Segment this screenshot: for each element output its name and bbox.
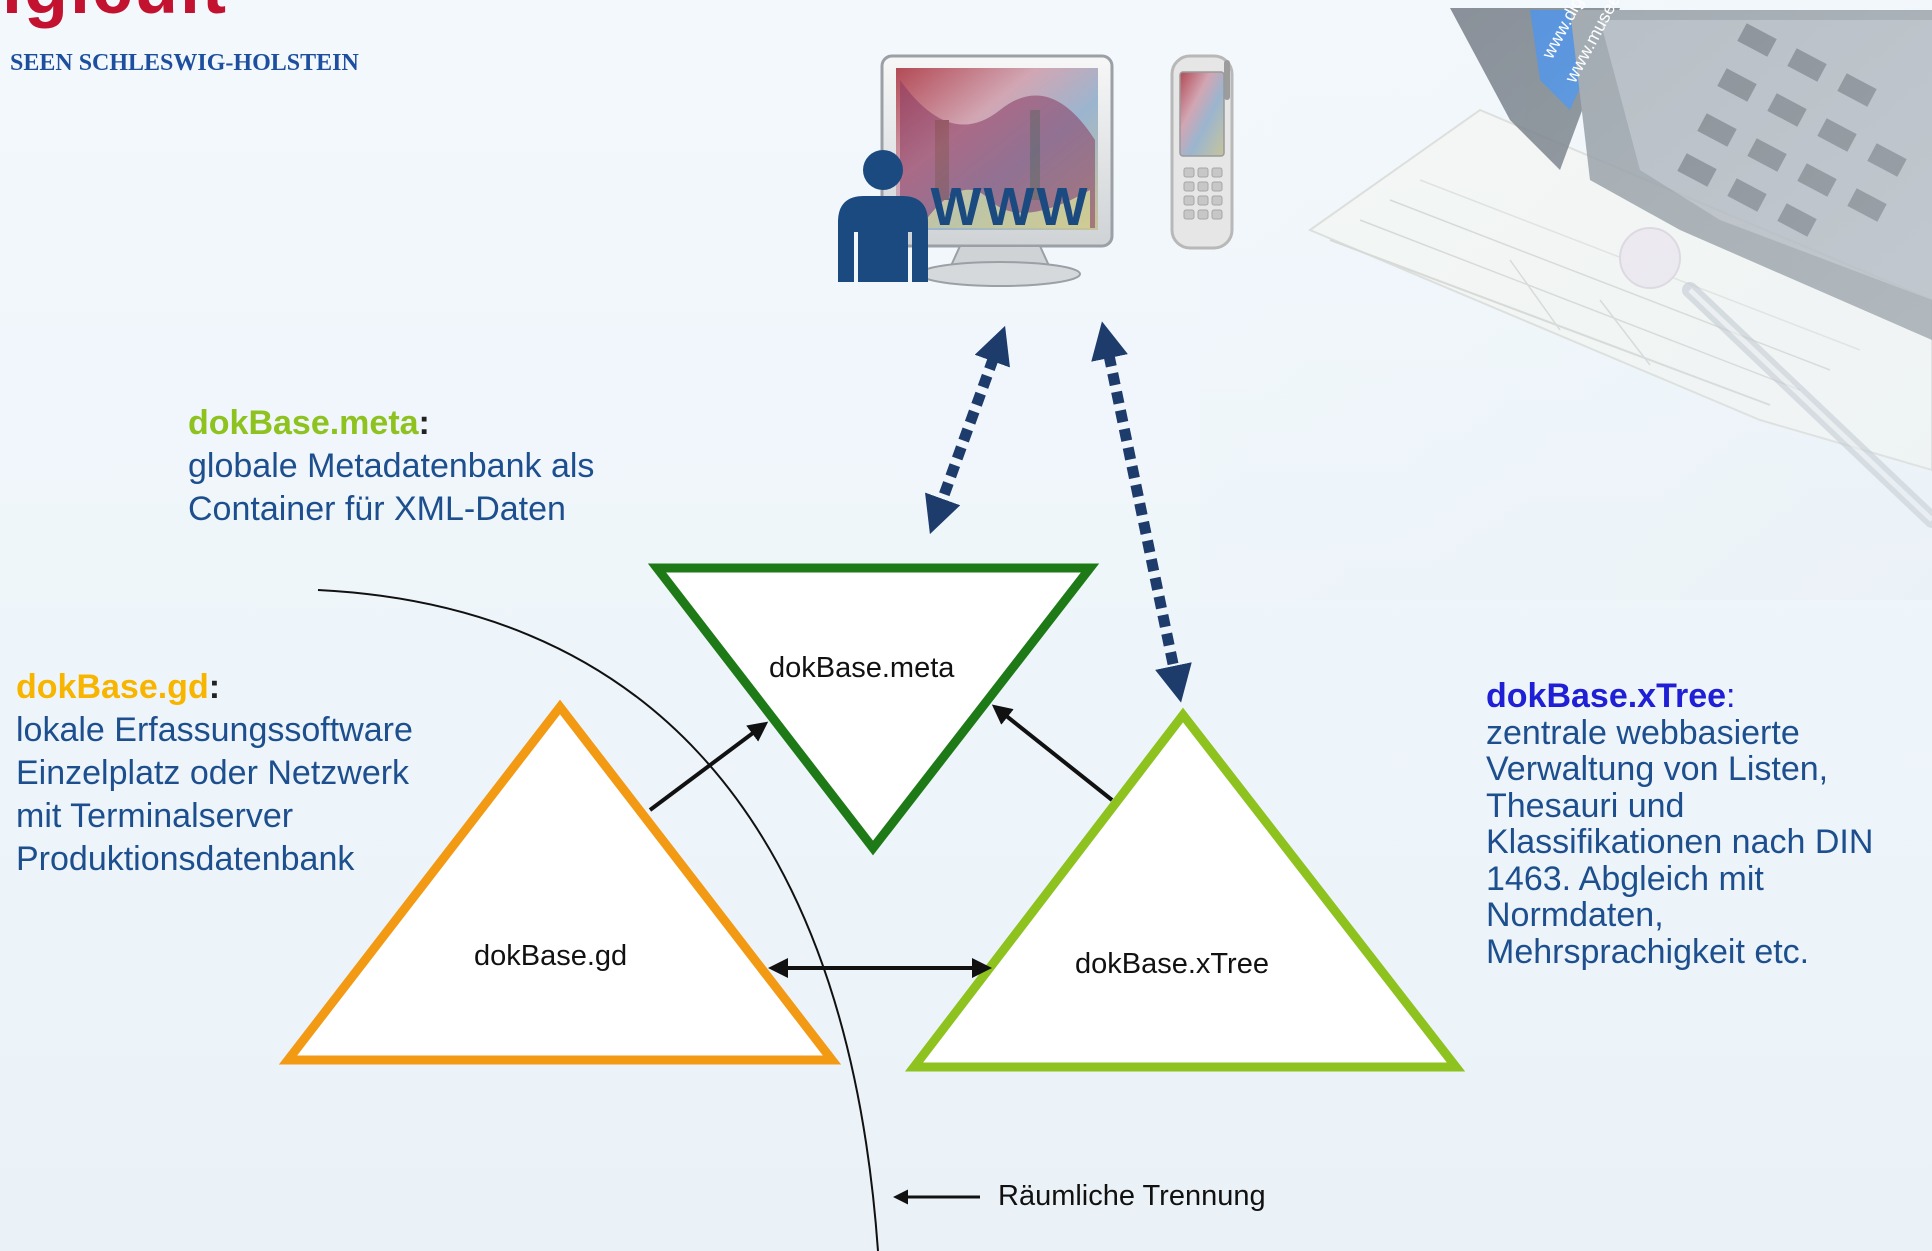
monitor-icon <box>880 54 1114 287</box>
description-xtree-line: Verwaltung von Listen, <box>1486 750 1829 788</box>
separation-curve <box>317 589 879 1251</box>
description-meta-line: globale Metadatenbank als <box>188 447 595 485</box>
www-label: WWW <box>931 177 1090 237</box>
dotted-arrow-web-xtree <box>1091 321 1192 703</box>
description-gd-line: mit Terminalserver <box>16 797 294 835</box>
description-xtree-line: Thesauri und <box>1486 786 1685 825</box>
triangle-meta <box>647 563 1100 856</box>
description-meta-colon: : <box>418 404 430 442</box>
description-gd-title: dokBase.gd <box>16 668 209 706</box>
triangle-meta-label: dokBase.meta <box>769 652 955 684</box>
separation-label: Räumliche Trennung <box>998 1180 1266 1212</box>
description-gd-line: Produktionsdatenbank <box>16 840 355 878</box>
description-xtree-line: 1463. Abgleich mit <box>1486 859 1764 898</box>
description-xtree-title: dokBase.xTree <box>1486 677 1727 715</box>
description-xtree-line: Mehrsprachigkeit etc. <box>1486 932 1810 971</box>
phone-icon <box>1170 54 1234 250</box>
triangle-gd <box>278 699 842 1065</box>
arrow-xtree-to-meta <box>991 704 1114 802</box>
logo-wordmark: igicult <box>2 0 228 30</box>
logo-subtitle: SEEN SCHLESWIG-HOLSTEIN <box>10 50 359 76</box>
triangle-xtree <box>904 707 1466 1072</box>
description-gd-colon: : <box>208 668 221 706</box>
description-meta: dokBase.meta: globale Metadatenbank als … <box>188 402 594 531</box>
logo: igicult SEEN SCHLESWIG-HOLSTEIN <box>0 0 360 80</box>
description-xtree-line: Normdaten, <box>1486 896 1664 934</box>
dotted-arrow-web-meta <box>925 325 1010 535</box>
description-xtree-line: zentrale webbasierte <box>1486 713 1800 752</box>
description-meta-line: Container für XML-Daten <box>188 490 566 528</box>
description-xtree: dokBase.xTree: zentrale webbasierte Verw… <box>1486 678 1873 970</box>
description-meta-title: dokBase.meta <box>188 404 419 442</box>
arrow-gd-to-meta <box>648 721 769 812</box>
description-xtree-colon: : <box>1726 677 1736 715</box>
description-gd-line: Einzelplatz oder Netzwerk <box>16 754 410 792</box>
triangle-xtree-label: dokBase.xTree <box>1075 948 1269 980</box>
description-gd: dokBase.gd: lokale Erfassungssoftware Ei… <box>16 666 413 881</box>
person-icon <box>838 150 928 282</box>
description-gd-line: lokale Erfassungssoftware <box>16 711 413 749</box>
triangle-gd-label: dokBase.gd <box>474 940 628 972</box>
description-xtree-line: Klassifikationen nach DIN <box>1486 823 1874 861</box>
